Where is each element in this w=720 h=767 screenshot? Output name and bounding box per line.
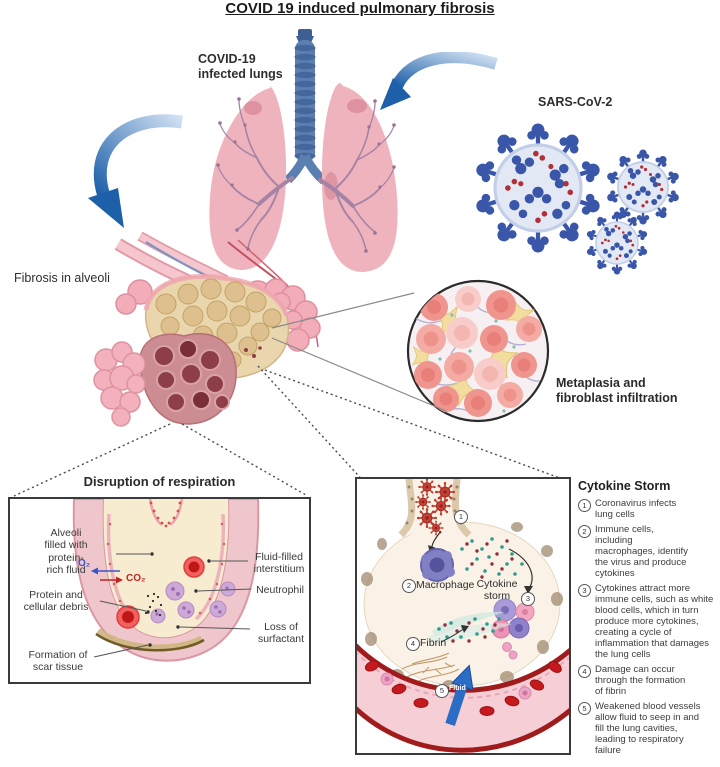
step-1-marker: 1 xyxy=(454,510,468,524)
fibrin-strands xyxy=(401,652,460,683)
alveolus-cross-section xyxy=(72,499,260,662)
arrow-lungs-to-alveoli-icon xyxy=(88,114,183,228)
lungs-illustration xyxy=(209,29,398,272)
arrow-virus-to-lungs-icon xyxy=(380,52,498,110)
label-metaplasia: Metaplasia and fibroblast infiltration xyxy=(556,376,678,405)
step-4-marker: 4 xyxy=(406,637,420,651)
red-blood-cells-vessel xyxy=(364,660,562,716)
label-neutrophil: Neutrophil xyxy=(256,584,304,596)
label-interstitium: Fluid-filled interstitium xyxy=(253,551,305,576)
label-surfactant: Loss of surfactant xyxy=(257,621,305,646)
legend-item-4: 4 Damage can occur through the formation… xyxy=(578,664,716,697)
cytokine-dots-upper xyxy=(460,537,524,579)
step-5-marker: 5 xyxy=(435,684,449,698)
label-sars-cov-2: SARS-CoV-2 xyxy=(538,95,613,109)
legend-text-4: Damage can occur through the formation o… xyxy=(595,664,686,698)
cytokine-panel: 1 2 3 4 5 Macrophage Cytokine storm Fibr… xyxy=(355,477,571,755)
legend-heading: Cytokine Storm xyxy=(578,479,671,493)
label-fibrosis-in-alveoli: Fibrosis in alveoli xyxy=(14,271,110,285)
page-title: COVID 19 induced pulmonary fibrosis xyxy=(225,0,495,17)
cytokine-dots-lower xyxy=(437,617,501,643)
legend-text-2: Immune cells, including macrophages, ide… xyxy=(595,524,688,580)
legend-text-3: Cytokines attract more immune cells, suc… xyxy=(595,583,714,661)
disruption-panel: Alveoli filled with protein- rich fluid … xyxy=(8,497,311,684)
sars-cov-2-virus-particles xyxy=(465,115,710,280)
legend-num-4: 4 xyxy=(578,665,591,679)
label-cytokine-storm: Cytokine storm xyxy=(476,578,518,603)
legend-item-3: 3 Cytokines attract more immune cells, s… xyxy=(578,583,716,660)
label-co2: CO₂ xyxy=(126,573,146,584)
legend-item-5: 5 Weakened blood vessels allow fluid to … xyxy=(578,701,716,756)
legend-num-1: 1 xyxy=(578,499,591,512)
debris-dots xyxy=(144,592,163,617)
legend-item-2: 2 Immune cells, including macrophages, i… xyxy=(578,524,716,579)
neutrophil-cells xyxy=(150,581,236,624)
metaplasia-inset xyxy=(406,279,550,423)
label-alveoli-fluid: Alveoli filled with protein- rich fluid xyxy=(44,527,88,577)
label-macrophage: Macrophage xyxy=(416,579,475,591)
legend-item-1: 1 Coronavirus infects lung cells xyxy=(578,498,716,520)
label-protein-debris: Protein and cellular debris xyxy=(23,589,89,614)
step-2-marker: 2 xyxy=(402,579,416,593)
macrophage-cell xyxy=(420,548,455,582)
left-panel-title: Disruption of respiration xyxy=(83,474,236,489)
label-fibrin: Fibrin xyxy=(420,637,447,649)
legend-text-5: Weakened blood vessels allow fluid to se… xyxy=(595,701,701,757)
red-blood-cells xyxy=(116,556,205,629)
label-fluid: Fluid xyxy=(449,685,466,692)
legend-num-2: 2 xyxy=(578,525,591,539)
step-3-marker: 3 xyxy=(521,592,535,606)
label-infected-lungs: COVID-19 infected lungs xyxy=(198,52,283,81)
legend-num-5: 5 xyxy=(578,702,591,716)
alveoli-fibrosis-illustration xyxy=(93,232,321,427)
legend-text-1: Coronavirus infects lung cells xyxy=(595,498,677,521)
immune-cells-vessel xyxy=(380,642,532,700)
cytokine-storm-legend: Cytokine Storm 1 Coronavirus infects lun… xyxy=(578,479,716,760)
label-scar-tissue: Formation of scar tissue xyxy=(28,649,88,674)
fluid-arrow-icon xyxy=(445,664,474,726)
leader-lines xyxy=(93,553,252,658)
legend-num-3: 3 xyxy=(578,584,591,598)
label-o2: O₂ xyxy=(78,558,91,569)
